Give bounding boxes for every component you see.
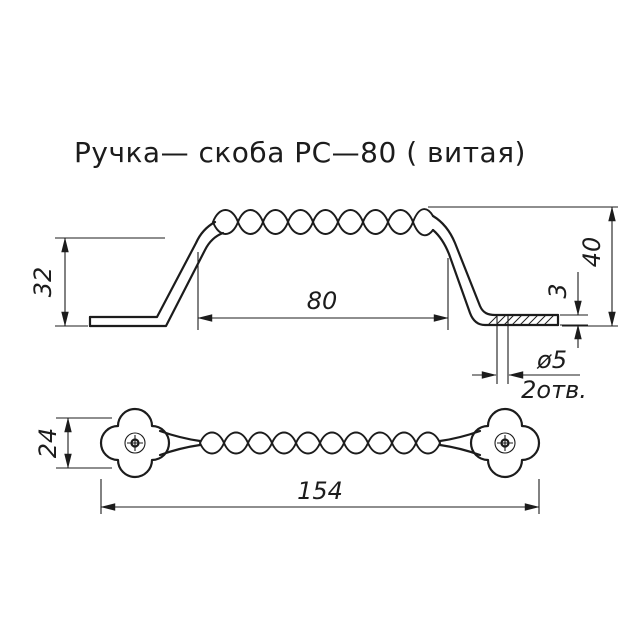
dim-3 xyxy=(560,272,588,348)
dim-40-label: 40 xyxy=(578,237,606,268)
top-view: 24 154 xyxy=(34,407,541,514)
twist-section xyxy=(212,208,434,237)
drawing-title: Ручка— скоба РС—80 ( витая) xyxy=(74,136,526,169)
dim-40 xyxy=(428,206,618,327)
dim-24-label: 24 xyxy=(34,428,62,459)
dim-32-label: 32 xyxy=(29,267,57,298)
right-end-plate xyxy=(469,407,541,479)
dim-holes-label: 2отв. xyxy=(521,376,587,404)
dim-24 xyxy=(56,417,112,469)
dim-d5-label: ø5 xyxy=(536,346,567,374)
front-view: 32 80 40 3 ø5 2отв xyxy=(29,206,618,404)
dim-80-label: 80 xyxy=(307,287,338,315)
dim-80 xyxy=(197,252,449,330)
hole-callout xyxy=(472,316,580,384)
dim-154 xyxy=(100,479,540,514)
dim-32 xyxy=(55,237,165,327)
twist-rod xyxy=(158,429,482,457)
dim-3-label: 3 xyxy=(544,283,572,298)
left-end-plate xyxy=(99,407,171,479)
section-hatching xyxy=(487,314,555,326)
handle-outline xyxy=(88,214,560,328)
dim-154-label: 154 xyxy=(297,477,343,505)
